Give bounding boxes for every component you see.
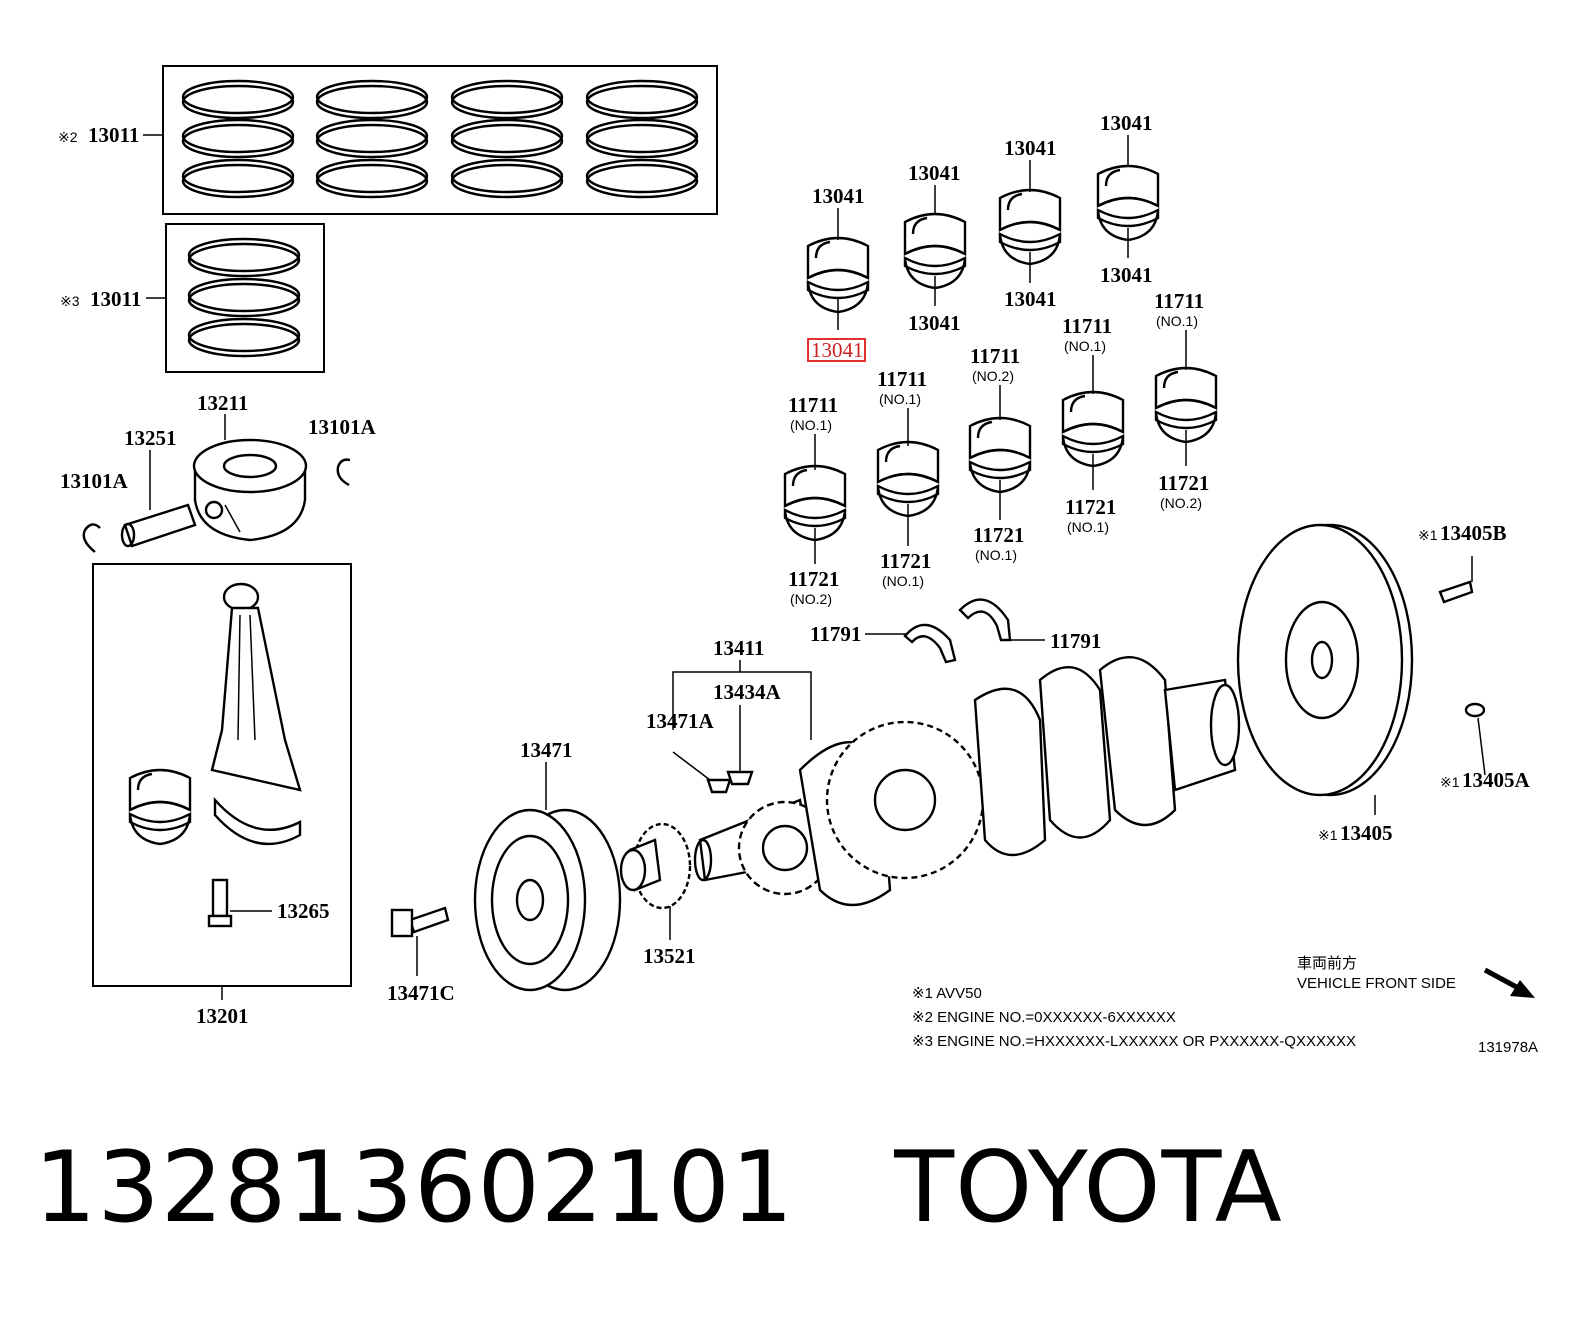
front-jp: 車両前方 bbox=[1297, 955, 1357, 972]
footer-caption: 132813602101 TOYOTA bbox=[34, 1128, 1283, 1248]
note-3: ※3 ENGINE NO.=HXXXXXX-LXXXXXX OR PXXXXXX… bbox=[912, 1033, 1356, 1050]
flywheel-mark: ※1 bbox=[1318, 827, 1338, 843]
piston bbox=[192, 438, 308, 542]
front-arrow-icon bbox=[1483, 967, 1535, 998]
flywheel-pin-mark: ※1 bbox=[1440, 774, 1460, 790]
main-upper-4-label[interactable]: 11711 bbox=[1062, 314, 1112, 338]
snap-ring-left bbox=[82, 523, 101, 553]
piston-label[interactable]: 13211 bbox=[197, 391, 248, 415]
main-lower-3-label[interactable]: 11721 bbox=[973, 523, 1024, 547]
rod-bolt-label[interactable]: 13265 bbox=[277, 899, 330, 923]
snap-ring-left-label[interactable]: 13101A bbox=[60, 469, 129, 493]
main-lower-1-label[interactable]: 11721 bbox=[788, 567, 839, 591]
main-upper-4-sub: (NO.1) bbox=[1064, 338, 1106, 354]
flywheel-label[interactable]: 13405 bbox=[1340, 821, 1393, 845]
connecting-rod-assembly bbox=[92, 563, 352, 987]
key-a-label[interactable]: 13434A bbox=[713, 680, 782, 704]
main-lower-5-label[interactable]: 11721 bbox=[1158, 471, 1209, 495]
main-lower-1-sub: (NO.2) bbox=[790, 591, 832, 607]
snap-ring-right-label[interactable]: 13101A bbox=[308, 415, 377, 439]
main-lower-2-label[interactable]: 11721 bbox=[880, 549, 931, 573]
rod-bearing-2-upper-label[interactable]: 13041 bbox=[908, 161, 961, 185]
rod-bearing-3-lower-label[interactable]: 13041 bbox=[1004, 287, 1057, 311]
parts-diagram: ※2 13011 ※3 13011 13211 13251 13101A 131… bbox=[58, 65, 1538, 1056]
figure-code: 131978A bbox=[1478, 1039, 1538, 1056]
snap-ring-right bbox=[336, 458, 351, 487]
rod-bearing-4-upper-label[interactable]: 13041 bbox=[1100, 111, 1153, 135]
ring-set-3-mark: ※3 bbox=[60, 293, 80, 309]
sprocket-label[interactable]: 13521 bbox=[643, 944, 696, 968]
flywheel-bolt-mark: ※1 bbox=[1418, 527, 1438, 543]
piston-pin-label[interactable]: 13251 bbox=[124, 426, 177, 450]
rod-bearing-1-upper-label[interactable]: 13041 bbox=[812, 184, 865, 208]
main-upper-5-sub: (NO.1) bbox=[1156, 313, 1198, 329]
main-upper-5-label[interactable]: 11711 bbox=[1154, 289, 1204, 313]
piston-ring-set-2: ※2 13011 bbox=[58, 65, 718, 215]
ring-set-2-label[interactable]: 13011 bbox=[88, 123, 139, 147]
thrust-left-label[interactable]: 11791 bbox=[810, 622, 861, 646]
crankshaft-label[interactable]: 13411 bbox=[713, 636, 764, 660]
thrust-right-label[interactable]: 11791 bbox=[1050, 629, 1101, 653]
main-lower-5-sub: (NO.2) bbox=[1160, 495, 1202, 511]
rod-bearing-4-lower-label[interactable]: 13041 bbox=[1100, 263, 1153, 287]
thrust-washer-left bbox=[903, 623, 957, 664]
key-b-label[interactable]: 13471A bbox=[646, 709, 715, 733]
crank-key-a bbox=[726, 770, 754, 786]
highlight-box bbox=[807, 338, 866, 362]
flywheel-bolt bbox=[1438, 580, 1474, 604]
main-lower-4-label[interactable]: 11721 bbox=[1065, 495, 1116, 519]
crank-sprocket bbox=[619, 822, 692, 910]
thrust-washer-right bbox=[958, 598, 1012, 642]
note-2: ※2 ENGINE NO.=0XXXXXX-6XXXXXX bbox=[912, 1009, 1176, 1026]
main-upper-3-label[interactable]: 11711 bbox=[970, 344, 1020, 368]
main-upper-3-sub: (NO.2) bbox=[972, 368, 1014, 384]
crank-key-b bbox=[706, 778, 732, 794]
main-lower-4-sub: (NO.1) bbox=[1067, 519, 1109, 535]
flywheel-pin-label[interactable]: 13405A bbox=[1462, 768, 1531, 792]
piston-ring-set-3: ※3 13011 bbox=[60, 223, 325, 373]
front-en: VEHICLE FRONT SIDE bbox=[1297, 975, 1456, 992]
pulley-bolt-label[interactable]: 13471C bbox=[387, 981, 455, 1005]
ring-set-2-mark: ※2 bbox=[58, 129, 78, 145]
rod-assy-label[interactable]: 13201 bbox=[196, 1004, 249, 1028]
main-lower-3-sub: (NO.1) bbox=[975, 547, 1017, 563]
piston-pin bbox=[120, 503, 197, 548]
rod-bearing-1-lower-label[interactable]: 13041 bbox=[811, 338, 864, 362]
main-upper-1-label[interactable]: 11711 bbox=[788, 393, 838, 417]
part-number: 132813602101 bbox=[34, 1131, 795, 1245]
ring-set-3-label[interactable]: 13011 bbox=[90, 287, 141, 311]
flywheel-bolt-label[interactable]: 13405B bbox=[1440, 521, 1507, 545]
brand-name: TOYOTA bbox=[894, 1131, 1283, 1245]
pulley-label[interactable]: 13471 bbox=[520, 738, 573, 762]
pulley-bolt bbox=[390, 906, 450, 938]
rod-bearing-2-lower-label[interactable]: 13041 bbox=[908, 311, 961, 335]
main-upper-2-label[interactable]: 11711 bbox=[877, 367, 927, 391]
rod-bearing-3-upper-label[interactable]: 13041 bbox=[1004, 136, 1057, 160]
crankshaft bbox=[693, 656, 1241, 907]
flywheel bbox=[1236, 523, 1414, 797]
flywheel-dowel-pin bbox=[1464, 702, 1486, 718]
main-lower-2-sub: (NO.1) bbox=[882, 573, 924, 589]
crank-pulley bbox=[473, 808, 622, 992]
main-upper-1-sub: (NO.1) bbox=[790, 417, 832, 433]
main-upper-2-sub: (NO.1) bbox=[879, 391, 921, 407]
note-1: ※1 AVV50 bbox=[912, 985, 982, 1002]
